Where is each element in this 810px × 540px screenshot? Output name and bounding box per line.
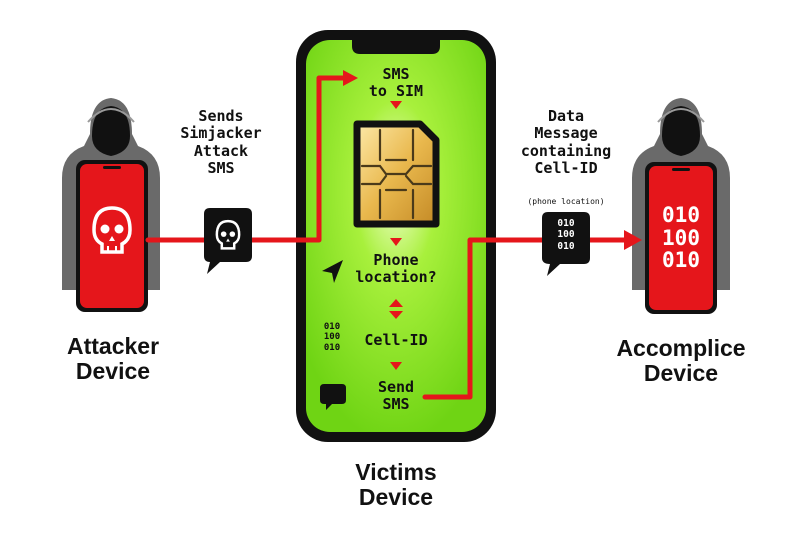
- location-arrow-icon: [322, 260, 343, 283]
- chat-bubble-icon: [320, 384, 346, 410]
- step-arrow-cell-to-send: [390, 362, 402, 370]
- accomplice-phone: [645, 162, 717, 314]
- step-arrow-double-down: [389, 311, 403, 319]
- sim-card-icon: [353, 120, 440, 228]
- step-arrow-sim-to-question: [390, 238, 402, 246]
- accomplice-device-caption: Accomplice Device: [616, 335, 746, 387]
- phone-location-note: (phone location): [527, 197, 605, 206]
- step-arrow-sms-to-sim: [390, 101, 402, 109]
- accomplice-binary-code: 010 100 010: [662, 203, 700, 273]
- victim-binary-code: 010 100 010: [323, 322, 341, 353]
- sms-to-sim-label: SMS to SIM: [368, 65, 424, 101]
- skull-icon: [92, 206, 132, 254]
- bubble-binary-code: 010 100 010: [557, 218, 575, 252]
- step-arrow-double-up: [389, 299, 403, 307]
- victim-phone: [296, 30, 496, 442]
- attacker-step-label: Sends Simjacker Attack SMS: [180, 107, 262, 177]
- data-message-bubble: [542, 212, 590, 276]
- send-sms-label: Send SMS: [377, 378, 415, 414]
- bubble-skull-icon: [215, 219, 241, 250]
- victim-device-caption: Victims Device: [355, 459, 437, 511]
- attacker-device-caption: Attacker Device: [66, 333, 160, 385]
- phone-location-question: Phone location?: [355, 251, 437, 287]
- skull-sms-bubble: [204, 208, 252, 274]
- cell-id-label: Cell-ID: [364, 331, 428, 349]
- accomplice-step-label: Data Message containing Cell-ID: [520, 107, 612, 177]
